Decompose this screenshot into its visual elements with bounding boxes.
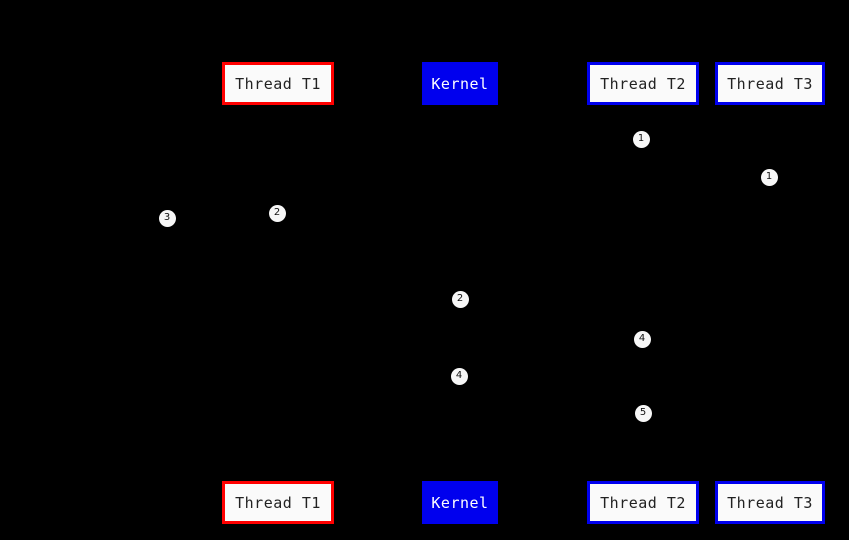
participant-label: Thread T1	[235, 493, 321, 512]
footer-participant-t1[interactable]: Thread T1	[222, 481, 334, 524]
header-participant-t2[interactable]: Thread T2	[587, 62, 699, 105]
participant-label: Thread T3	[727, 493, 813, 512]
step-badge-1: 1	[632, 130, 650, 148]
step-badge-5: 5	[634, 404, 652, 422]
step-badge-2: 2	[451, 290, 469, 308]
participant-label: Thread T3	[727, 74, 813, 93]
footer-participant-kernel[interactable]: Kernel	[422, 481, 498, 524]
lifeline-t2	[641, 105, 643, 481]
step-badge-4: 4	[633, 330, 651, 348]
footer-participant-t2[interactable]: Thread T2	[587, 481, 699, 524]
step-badge-3: 3	[158, 209, 176, 227]
lifeline-t1	[276, 105, 278, 481]
lifeline-t3	[768, 105, 770, 481]
participant-label: Kernel	[431, 74, 489, 93]
footer-participant-t3[interactable]: Thread T3	[715, 481, 825, 524]
header-participant-t1[interactable]: Thread T1	[222, 62, 334, 105]
step-badge-2: 2	[268, 204, 286, 222]
header-participant-kernel[interactable]: Kernel	[422, 62, 498, 105]
participant-label: Thread T1	[235, 74, 321, 93]
participant-label: Thread T2	[600, 493, 686, 512]
participant-label: Thread T2	[600, 74, 686, 93]
step-badge-1: 1	[760, 168, 778, 186]
step-badge-4: 4	[450, 367, 468, 385]
header-participant-t3[interactable]: Thread T3	[715, 62, 825, 105]
participant-label: Kernel	[431, 493, 489, 512]
